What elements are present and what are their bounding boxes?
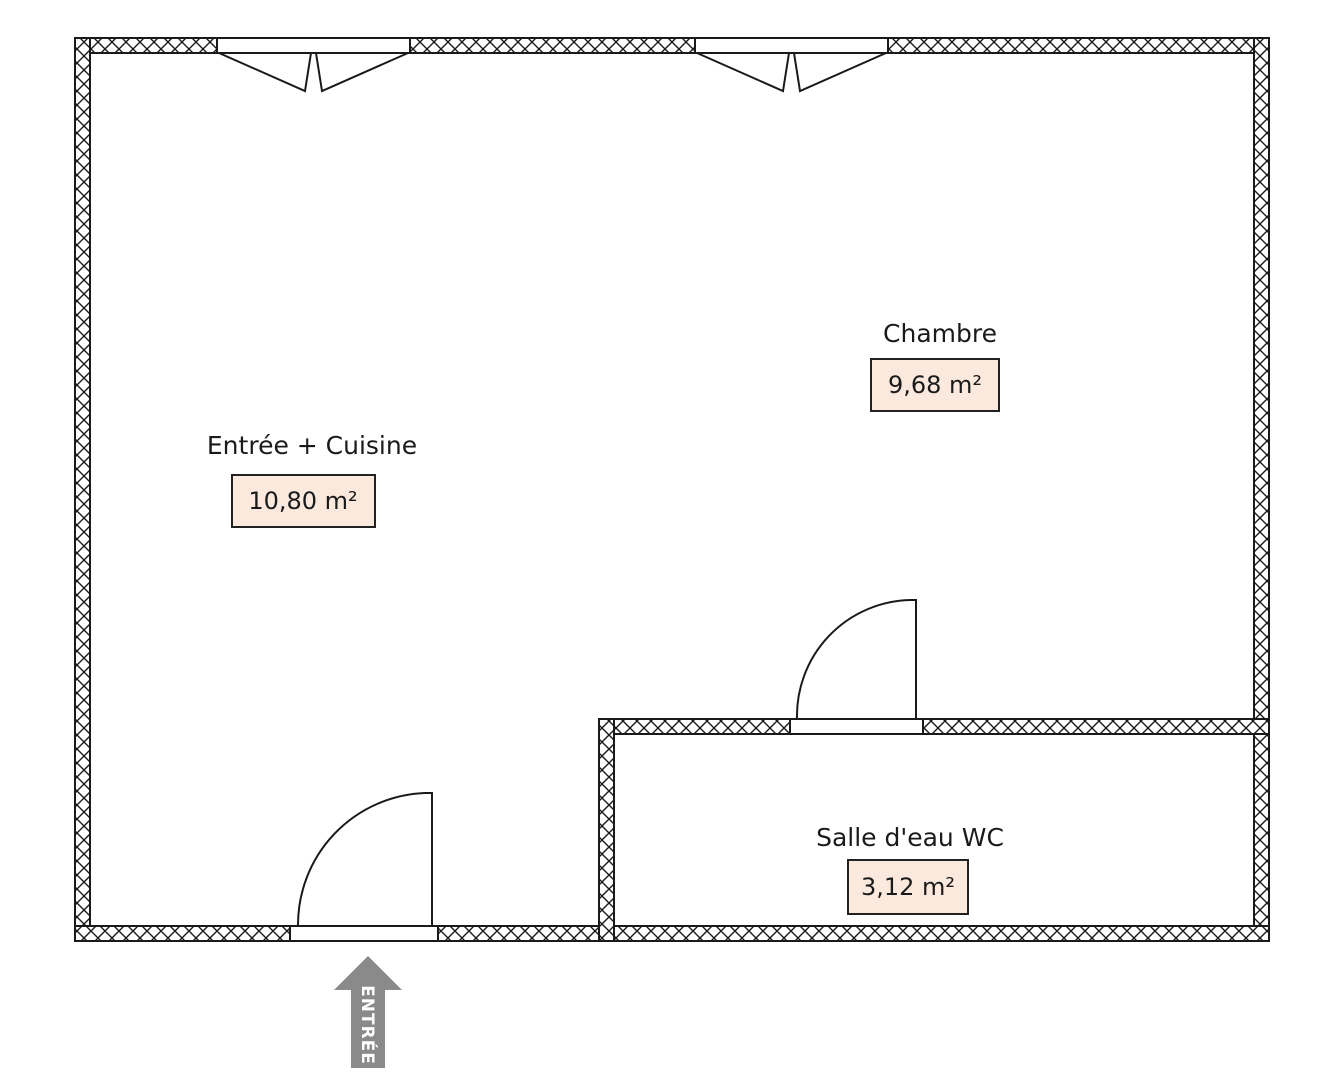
room-name-entree-cuisine: Entrée + Cuisine	[207, 431, 417, 460]
wall-left	[74, 37, 91, 942]
openings	[216, 37, 924, 942]
wall-bottom	[74, 925, 1270, 942]
area-value-salle-deau: 3,12 m²	[861, 873, 955, 901]
entrance-arrow: ENTRÉE	[334, 956, 402, 1068]
window-right[interactable]	[696, 52, 887, 93]
area-value-entree-cuisine: 10,80 m²	[248, 487, 357, 515]
window-left-opening	[216, 37, 411, 54]
wall-bathroom-left	[598, 718, 615, 942]
room-salle-deau: Salle d'eau WC 3,12 m²	[816, 823, 1004, 915]
entrance-door[interactable]	[296, 792, 433, 927]
bathroom-door[interactable]	[795, 599, 917, 720]
up-arrow-icon	[334, 956, 402, 1068]
entrance-door-opening	[289, 925, 439, 942]
window-left[interactable]	[218, 52, 409, 93]
area-value-chambre: 9,68 m²	[888, 371, 982, 399]
room-entree-cuisine: Entrée + Cuisine 10,80 m²	[207, 431, 417, 528]
wall-right	[1253, 37, 1270, 942]
entrance-label: ENTRÉE	[357, 985, 379, 1065]
area-badge-entree-cuisine	[231, 474, 376, 528]
area-badge-chambre	[870, 358, 1000, 412]
wall-bathroom-top	[598, 718, 1270, 735]
bathroom-door-opening	[789, 718, 924, 735]
room-chambre: Chambre 9,68 m²	[870, 319, 1000, 412]
area-badge-salle-deau	[847, 859, 969, 915]
window-right-opening	[694, 37, 889, 54]
room-name-salle-deau: Salle d'eau WC	[816, 823, 1004, 852]
room-name-chambre: Chambre	[883, 319, 997, 348]
